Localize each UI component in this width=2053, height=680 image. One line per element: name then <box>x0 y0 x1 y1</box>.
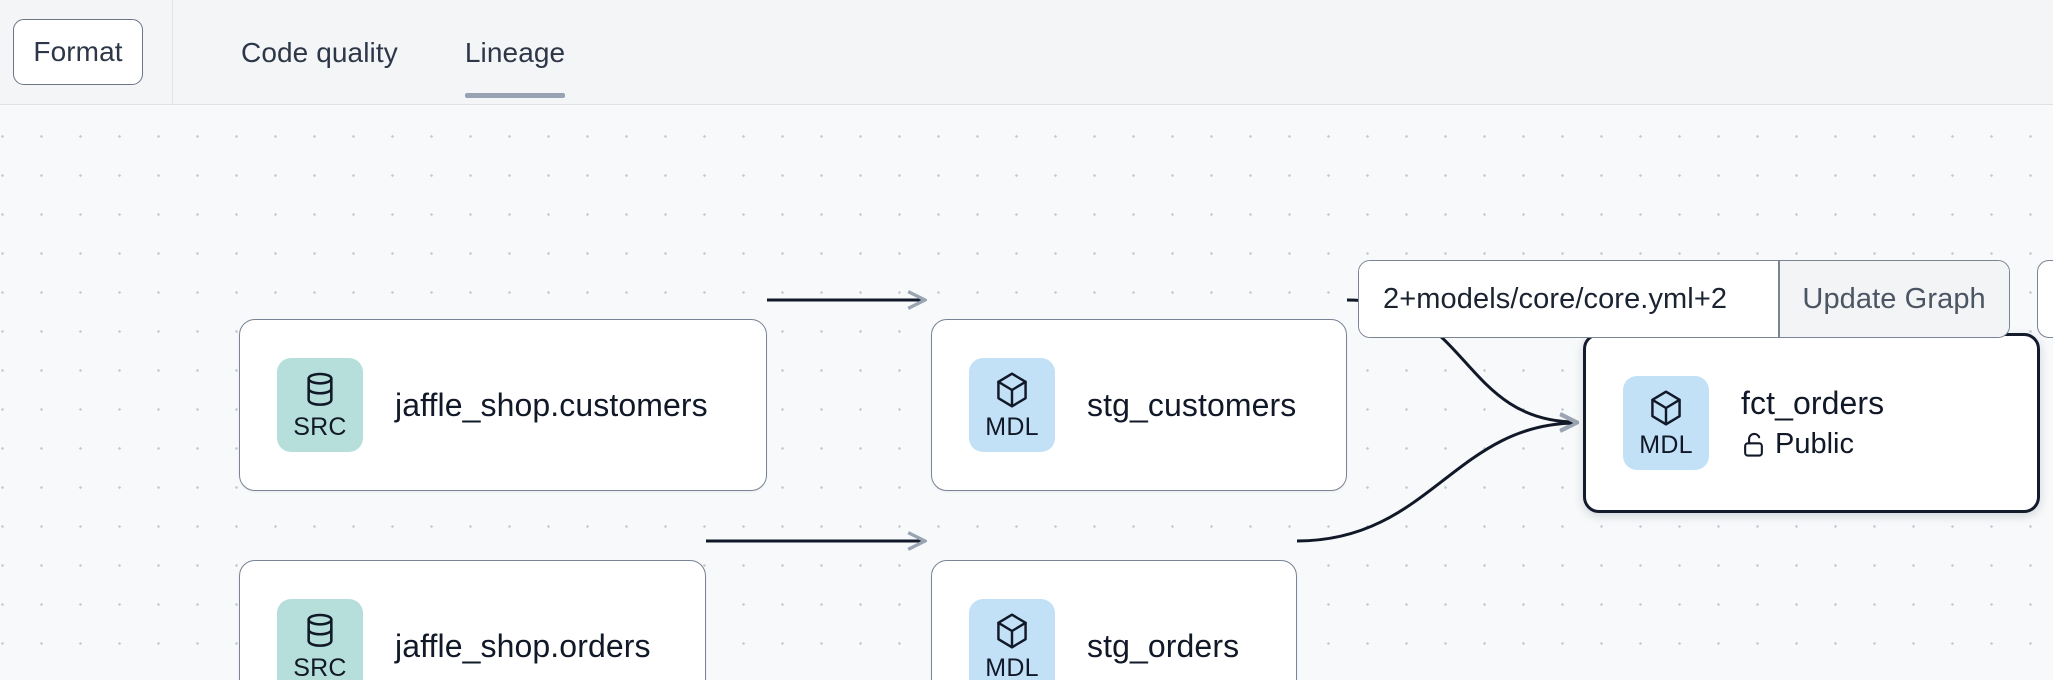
node-type-label: MDL <box>985 412 1039 441</box>
tab-lineage-label: Lineage <box>464 36 566 68</box>
node-title: fct_orders <box>1741 385 1885 422</box>
lineage-canvas[interactable]: SRC jaffle_shop.customers MDL stg_custo <box>0 105 2053 680</box>
unlock-icon <box>1741 431 1766 458</box>
lineage-node-src-customers[interactable]: SRC jaffle_shop.customers <box>239 319 767 491</box>
node-type-label: MDL <box>985 653 1039 680</box>
tab-bar: Code quality Lineage <box>172 0 566 105</box>
node-title: jaffle_shop.orders <box>395 627 651 664</box>
node-text-block: fct_orders Public <box>1741 385 1884 461</box>
node-text-block: jaffle_shop.customers <box>395 387 708 424</box>
lineage-node-fct-orders[interactable]: MDL fct_orders Public <box>1583 333 2040 513</box>
node-title: jaffle_shop.customers <box>395 386 708 423</box>
database-icon <box>303 612 337 650</box>
cube-icon <box>994 612 1030 650</box>
node-type-badge-src: SRC <box>277 358 363 452</box>
lineage-node-stg-customers[interactable]: MDL stg_customers <box>931 319 1347 491</box>
database-icon <box>303 371 337 409</box>
node-type-label: SRC <box>293 412 347 441</box>
node-type-label: MDL <box>1639 430 1693 459</box>
node-text-block: stg_orders <box>1087 628 1239 665</box>
node-title: stg_orders <box>1087 627 1240 664</box>
tab-code-quality[interactable]: Code quality <box>172 0 398 105</box>
node-type-badge-src: SRC <box>277 599 363 680</box>
tab-code-quality-label: Code quality <box>241 36 398 68</box>
side-panel-peek[interactable] <box>2037 260 2053 338</box>
node-type-badge-mdl: MDL <box>969 599 1055 680</box>
lineage-node-src-orders[interactable]: SRC jaffle_shop.orders <box>239 560 706 680</box>
cube-icon <box>994 371 1030 409</box>
toolbar-divider <box>172 0 173 105</box>
editor-toolbar: Format Code quality Lineage <box>0 0 2053 105</box>
node-text-block: jaffle_shop.orders <box>395 628 651 665</box>
selector-divider <box>1778 261 1780 337</box>
node-access-badge: Public <box>1741 428 1884 461</box>
node-title: stg_customers <box>1087 386 1297 423</box>
graph-selector-group: Update Graph <box>1358 260 2010 338</box>
model-selector-input[interactable] <box>1359 261 1778 337</box>
node-access-label: Public <box>1775 427 1854 460</box>
node-type-badge-mdl: MDL <box>1623 376 1709 470</box>
update-graph-button[interactable]: Update Graph <box>1779 261 2009 337</box>
node-text-block: stg_customers <box>1087 387 1296 424</box>
node-type-badge-mdl: MDL <box>969 358 1055 452</box>
format-button[interactable]: Format <box>13 19 143 85</box>
lineage-node-stg-orders[interactable]: MDL stg_orders <box>931 560 1297 680</box>
cube-icon <box>1648 389 1684 427</box>
node-type-label: SRC <box>293 653 347 680</box>
tab-lineage[interactable]: Lineage <box>398 0 566 105</box>
